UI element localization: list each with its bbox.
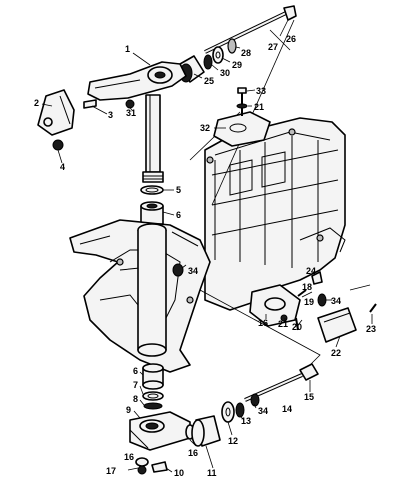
callout-13: 13 (241, 416, 251, 426)
callout-14: 14 (282, 404, 292, 414)
grease-fitting-31 (125, 99, 135, 109)
callout-24: 24 (306, 266, 316, 276)
callout-31: 31 (126, 108, 136, 118)
washer-12 (221, 401, 235, 423)
callout-11: 11 (207, 468, 217, 478)
nut-15 (299, 363, 319, 381)
leader-lines (41, 19, 373, 473)
callout-34-right: 34 (331, 296, 341, 306)
nut-17 (137, 465, 147, 475)
washer-8 (143, 402, 163, 410)
nut-4 (52, 139, 64, 151)
callout-10: 10 (174, 468, 184, 478)
bushing-6-upper (140, 201, 164, 225)
callout-23: 23 (366, 324, 376, 334)
callout-12: 12 (228, 436, 238, 446)
callout-30: 30 (220, 68, 230, 78)
callout-27: 27 (268, 42, 278, 52)
callout-34-mid: 34 (188, 266, 198, 276)
callout-20: 20 (292, 322, 302, 332)
bolt-24 (311, 271, 323, 285)
callout-18: 18 (302, 282, 312, 292)
swivel-shaft (142, 94, 164, 183)
callout-16-right: 16 (258, 318, 268, 328)
washer-28 (227, 38, 237, 54)
driveshaft-housing (204, 117, 346, 311)
callout-29: 29 (232, 60, 242, 70)
callout-3: 3 (108, 110, 113, 120)
cover-32 (213, 111, 271, 147)
screw-20 (295, 317, 299, 331)
washer-16-lower-left (135, 457, 149, 467)
washer-21-upper (236, 103, 248, 109)
callout-34-lower: 34 (258, 406, 268, 416)
bushing-6-lower (142, 363, 164, 390)
pad-22 (317, 307, 357, 343)
callout-17: 17 (106, 466, 116, 476)
washer-7 (142, 391, 164, 401)
callout-7: 7 (133, 380, 138, 390)
steering-arm (87, 61, 187, 101)
through-bolt-upper (204, 5, 297, 54)
callout-26: 26 (286, 34, 296, 44)
stud-3 (83, 99, 97, 109)
callout-1: 1 (125, 44, 130, 54)
callout-32: 32 (200, 123, 210, 133)
washer-30 (203, 54, 213, 70)
lower-yoke-9 (129, 411, 191, 451)
screw-19 (297, 289, 307, 297)
callout-19: 19 (304, 297, 314, 307)
callout-4: 4 (60, 162, 65, 172)
callout-9: 9 (126, 405, 131, 415)
callout-21-upper: 21 (254, 102, 264, 112)
callout-15: 15 (304, 392, 314, 402)
callout-16-left: 16 (124, 452, 134, 462)
callout-22: 22 (331, 348, 341, 358)
callout-16-mid: 16 (188, 448, 198, 458)
callout-6-lower: 6 (133, 366, 138, 376)
washer-34-mid (172, 263, 184, 277)
callout-8: 8 (133, 394, 138, 404)
callout-33: 33 (256, 86, 266, 96)
callout-28: 28 (241, 48, 251, 58)
callout-2: 2 (34, 98, 39, 108)
bushing-5 (140, 185, 164, 195)
screw-23 (369, 303, 377, 313)
washer-29 (212, 46, 224, 64)
stud-10 (151, 461, 168, 473)
swivel-bracket (69, 219, 211, 373)
callout-5: 5 (176, 185, 181, 195)
callout-6-upper: 6 (176, 210, 181, 220)
rubber-mount-11 (191, 415, 221, 447)
callout-labels: 1 2 3 4 5 6 6 7 8 9 10 11 12 13 14 15 16… (34, 34, 376, 478)
washer-21-lower (280, 314, 288, 322)
lower-mount-bracket-18 (249, 284, 301, 327)
washer-13 (235, 402, 245, 418)
callout-21-lower: 21 (278, 319, 288, 329)
washer-34-right (317, 293, 327, 307)
callout-25: 25 (204, 76, 214, 86)
washer-34-lower (250, 393, 260, 407)
bracket-2 (37, 89, 75, 136)
bolt-33 (237, 87, 247, 116)
